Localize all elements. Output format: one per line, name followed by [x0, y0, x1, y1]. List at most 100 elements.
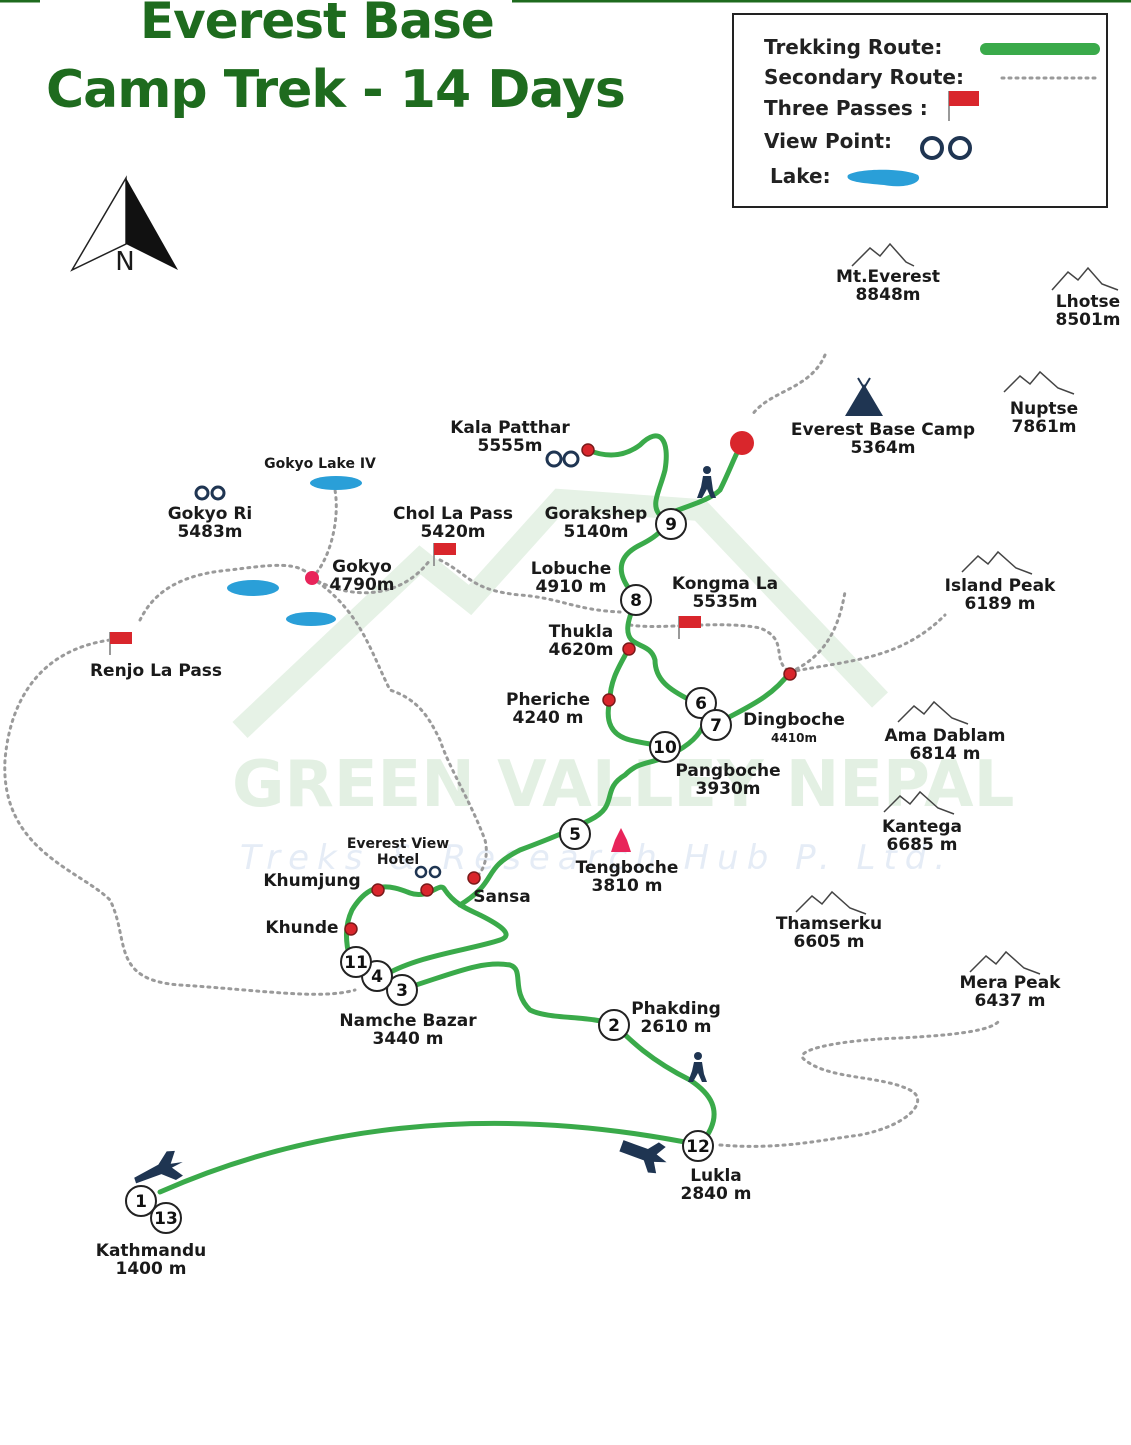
- lake-gokyo-1: [227, 580, 279, 596]
- lake-gokyo-iv: [310, 476, 362, 490]
- day-marker-10: [649, 731, 681, 763]
- hiker-icon: [697, 466, 716, 498]
- stop-sansa: [467, 871, 481, 885]
- secondary-route-chukhung: [788, 590, 847, 674]
- watermark-tagline: Treks & Research Hub P. Ltd.: [240, 838, 954, 878]
- watermark-name: GREEN VALLEY NEPAL: [232, 748, 1015, 822]
- route-pangboche-kalapatthar: [585, 433, 693, 703]
- day-number: 5: [569, 825, 581, 845]
- label-khunde: Khunde: [265, 918, 339, 938]
- mountain-icon-mera: [969, 950, 1041, 975]
- stop-chukhung: [783, 667, 797, 681]
- route-flight: [157, 1120, 703, 1195]
- stop-pheriche: [602, 693, 616, 707]
- day-number: 8: [630, 591, 642, 611]
- mountain-icon-nuptse: [1003, 370, 1075, 395]
- label-khumjung: Khumjung: [263, 871, 361, 891]
- mountain-icons: [795, 242, 1119, 975]
- day-number: 11: [344, 953, 368, 973]
- secondary-route-gokyo-chola: [310, 558, 432, 595]
- binoculars-icon: [545, 450, 580, 468]
- day-numbers: 1 2 3 4 5 6 7 8 9 10 11 12 13: [135, 515, 722, 1229]
- day-number: 2: [608, 1016, 620, 1036]
- compass-icon: [70, 175, 178, 272]
- mountain-icon-everest: [851, 242, 915, 267]
- day-marker-11: [340, 946, 372, 978]
- label-sansa: Sansa: [473, 887, 531, 907]
- lake-gokyo-2: [286, 612, 336, 626]
- day-marker-3: [386, 974, 418, 1006]
- legend-flag-icon: [948, 91, 979, 121]
- stop-khunde: [344, 922, 358, 936]
- secondary-route-gokyo-lake: [310, 488, 338, 580]
- day-number: 3: [396, 981, 408, 1001]
- secondary-route-renjo-west: [3, 638, 357, 996]
- title-line-1: Everest Base: [140, 0, 495, 50]
- map-legend: Trekking Route: Secondary Route: Three P…: [732, 13, 1108, 208]
- airplane-icon: [619, 1140, 667, 1174]
- secondary-route-kongmala: [628, 623, 792, 674]
- legend-trekking-route: Trekking Route:: [764, 35, 943, 59]
- pass-flag-kongmala: [678, 616, 701, 639]
- legend-binoculars-icon: [920, 136, 972, 160]
- legend-symbols: [847, 43, 1100, 187]
- secondary-route-gokyo-sansa: [310, 576, 488, 880]
- stop-khumjung: [371, 883, 385, 897]
- day-marker-6: [685, 687, 717, 719]
- stop-thukla: [622, 642, 636, 656]
- secondary-route-island-peak: [788, 613, 947, 674]
- title-line-2: Camp Trek - 14 Days: [46, 60, 626, 120]
- mountain-icon-island-peak: [961, 550, 1033, 575]
- pass-flag-chola: [433, 543, 456, 566]
- ebc-marker: [730, 431, 754, 455]
- hiker-icon: [688, 1052, 707, 1082]
- day-marker-1: [125, 1185, 157, 1217]
- day-marker-5: [559, 818, 591, 850]
- legend-three-passes: Three Passes :: [764, 96, 928, 120]
- watermark-mountain-shape: [232, 488, 888, 738]
- day-number: 1: [135, 1192, 147, 1212]
- day-marker-8: [620, 584, 652, 616]
- secondary-route-mera: [718, 1020, 1000, 1148]
- lakes: [227, 476, 362, 626]
- day-marker-2: [598, 1009, 630, 1041]
- day-number: 10: [653, 738, 677, 758]
- day-marker-13: [150, 1202, 182, 1234]
- day-number: 6: [695, 694, 707, 714]
- day-number: 13: [154, 1209, 178, 1229]
- stop-everest-view-hotel: [420, 883, 434, 897]
- mountain-icon-lhotse: [1051, 266, 1119, 291]
- secondary-routes: [3, 353, 1000, 1148]
- label-gokyo-lake-iv: Gokyo Lake IV: [264, 456, 376, 472]
- route-stops: [344, 443, 797, 936]
- compass-label: N: [115, 247, 135, 277]
- tent-icon: [845, 384, 883, 416]
- label-renjo-la-pass: Renjo La Pass: [89, 661, 223, 681]
- route-gorakshep-ebc: [662, 440, 745, 518]
- legend-secondary-route: Secondary Route:: [764, 65, 964, 89]
- mountain-icon-ama-dablam: [897, 700, 969, 725]
- pass-flag-renjo: [109, 632, 132, 655]
- day-number: 4: [371, 967, 383, 987]
- binoculars-icon: [414, 865, 442, 879]
- day-marker-9: [655, 508, 687, 540]
